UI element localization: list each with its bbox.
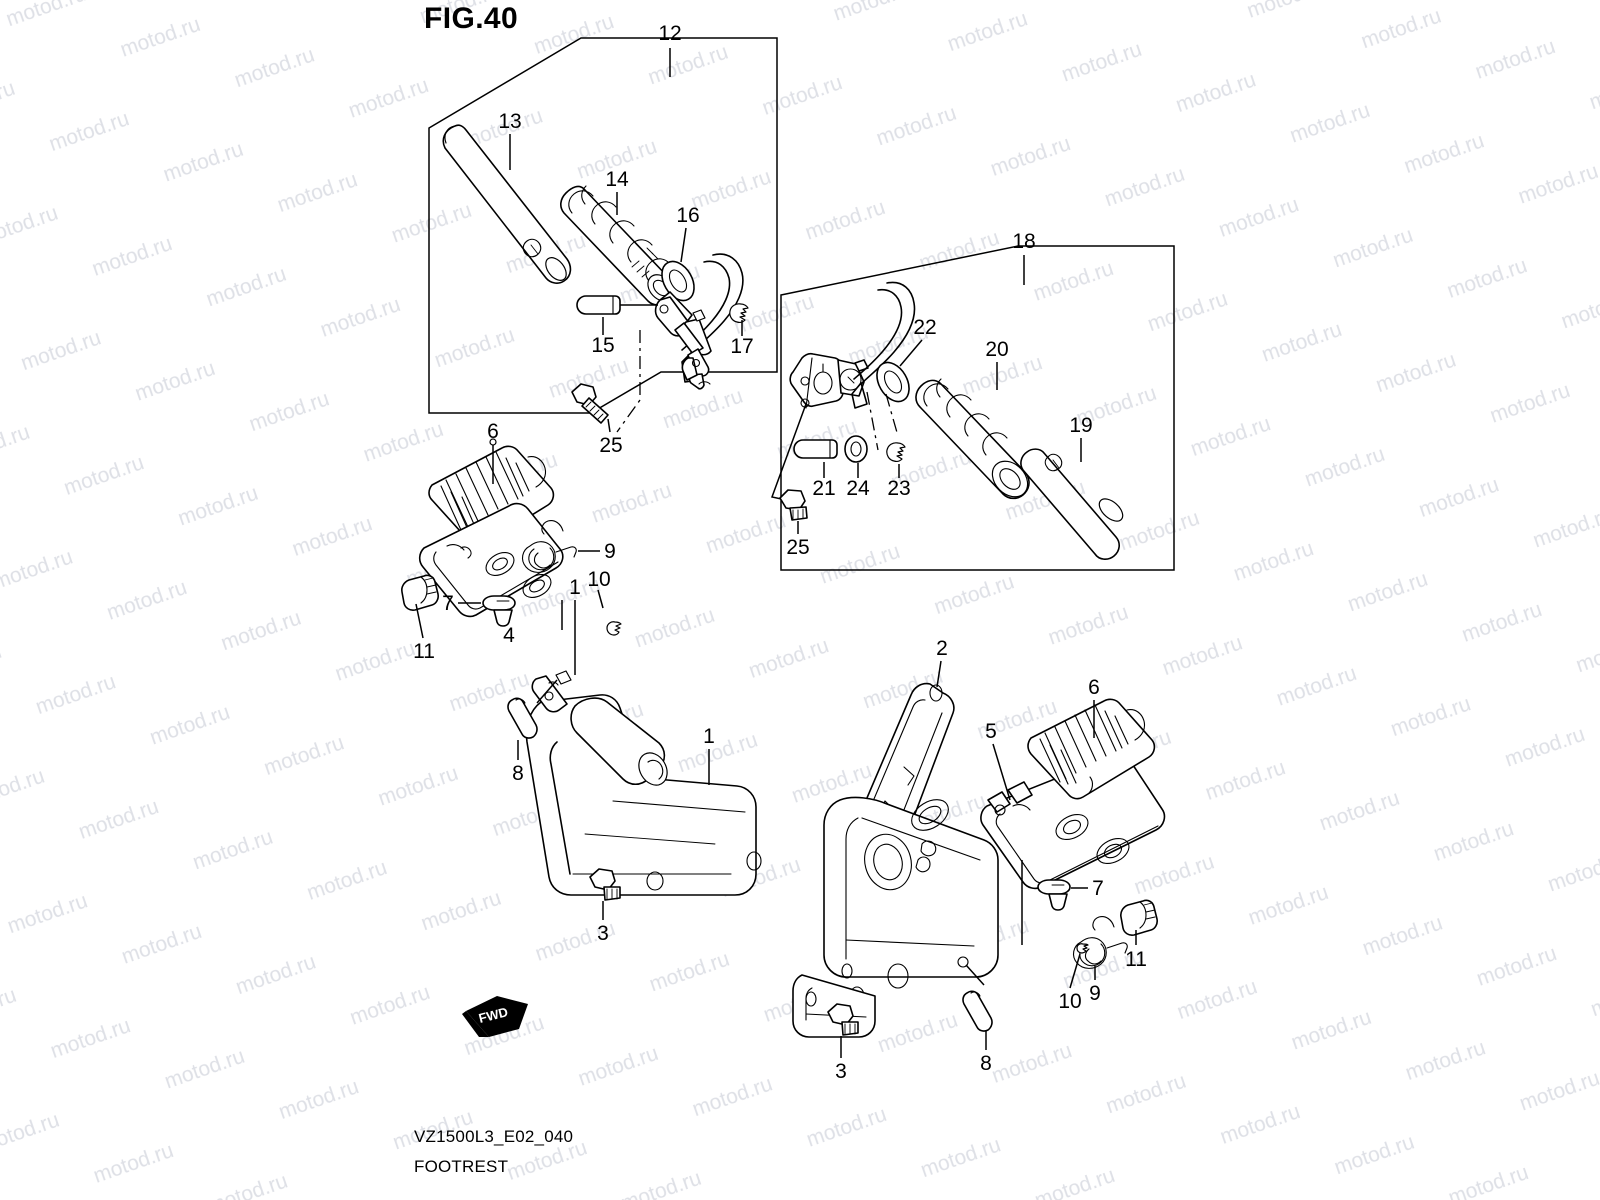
part-11a-bushing xyxy=(401,574,439,639)
callout-18-label: 18 xyxy=(1012,230,1035,253)
callout-11a-label: 11 xyxy=(413,640,435,663)
figure-title: FIG.40 xyxy=(424,2,519,35)
callout-10b: 10 xyxy=(1058,990,1081,1013)
callout-2: 2 xyxy=(936,637,948,688)
callout-16: 16 xyxy=(676,204,700,263)
callout-16-label: 16 xyxy=(676,204,699,227)
callout-21-label: 21 xyxy=(812,477,835,500)
part-21-pivot-bolt xyxy=(793,439,838,459)
part-13-pivot-pin xyxy=(442,124,572,284)
callout-7b-label: 7 xyxy=(1092,877,1104,900)
assembly-axis-18a xyxy=(866,391,879,451)
part-24-washer xyxy=(844,435,868,463)
callout-1: 1 xyxy=(703,725,715,785)
part-10a-cotter-pin xyxy=(597,589,622,636)
callout-22: 22 xyxy=(899,316,937,367)
callout-3a: 3 xyxy=(597,922,609,945)
callout-10b-label: 10 xyxy=(1058,990,1081,1013)
callout-24: 24 xyxy=(846,463,870,500)
callout-9a: 9 xyxy=(604,540,616,563)
callout-3b-label: 3 xyxy=(835,1060,847,1083)
assembly-axis-12 xyxy=(616,330,641,433)
callout-17-label: 17 xyxy=(730,335,753,358)
callout-12: 12 xyxy=(658,22,682,77)
callout-1-label: 1 xyxy=(703,725,715,748)
callout-11b: 11 xyxy=(1125,948,1147,971)
callout-8b-label: 8 xyxy=(980,1052,992,1075)
callout-25a-label: 25 xyxy=(599,434,622,457)
callout-5: 5 xyxy=(985,720,1011,801)
callout-21: 21 xyxy=(812,462,836,500)
callout-7a-label: 7 xyxy=(442,592,454,615)
callout-10a: 10 xyxy=(587,568,610,591)
callout-14: 14 xyxy=(605,168,629,215)
part-19-pivot-pin xyxy=(1020,448,1124,560)
callout-20: 20 xyxy=(985,338,1009,390)
callout-18: 18 xyxy=(1012,230,1036,285)
callout-19-label: 19 xyxy=(1069,414,1092,437)
callout-23: 23 xyxy=(887,464,911,500)
callout-11b-label: 11 xyxy=(1125,948,1147,971)
part-22-washer xyxy=(876,361,910,403)
callout-19: 19 xyxy=(1069,414,1093,462)
part-20-footrest-rubber xyxy=(915,378,1030,500)
part-17-circlip xyxy=(729,303,749,323)
callout-9b: 9 xyxy=(1089,982,1101,1005)
part-23-circlip xyxy=(886,442,906,462)
callout-25a: 25 xyxy=(599,434,622,457)
callout-15: 15 xyxy=(591,317,615,357)
callout-6a-label: 6 xyxy=(487,420,499,443)
callout-10a-label: 10 xyxy=(587,568,610,591)
callout-13: 13 xyxy=(498,110,522,170)
callout-3a-label: 3 xyxy=(597,922,609,945)
callout-25b-label: 25 xyxy=(786,536,809,559)
callout-12-label: 12 xyxy=(658,22,681,45)
callout-9a-label: 9 xyxy=(604,540,616,563)
callout-4-label: 4 xyxy=(503,624,515,647)
callout-3b: 3 xyxy=(835,1060,847,1083)
callout-13-label: 13 xyxy=(498,110,521,133)
callout-17: 17 xyxy=(730,320,754,358)
callout-14-label: 14 xyxy=(605,168,629,191)
figure-caption-code: VZ1500L3_E02_040 xyxy=(414,1127,574,1146)
part-10b-cotter-pin xyxy=(1069,943,1089,989)
callout-15-label: 15 xyxy=(591,334,614,357)
callout-25b: 25 xyxy=(786,536,809,559)
callout-9b-label: 9 xyxy=(1089,982,1101,1005)
callout-7a: 7 xyxy=(442,592,454,615)
callout-8a: 8 xyxy=(512,762,524,785)
callout-20-label: 20 xyxy=(985,338,1008,361)
callout-23-label: 23 xyxy=(887,477,910,500)
callout-6b-label: 6 xyxy=(1088,676,1100,699)
callout-7b: 7 xyxy=(1092,877,1104,900)
part-7b-rubber-plug xyxy=(1037,879,1088,911)
callout-11a: 11 xyxy=(413,640,435,663)
callout-24-label: 24 xyxy=(846,477,870,500)
callout-2-label: 2 xyxy=(936,637,948,660)
part-25a-flange-bolt xyxy=(571,383,611,433)
fwd-direction-marker: FWD xyxy=(462,996,528,1037)
callout-8a-label: 8 xyxy=(512,762,524,785)
part-14-footrest-rubber xyxy=(560,185,675,306)
callout-8b: 8 xyxy=(980,1052,992,1075)
callout-1b: 1 xyxy=(569,576,581,675)
part-1-footrest-bracket xyxy=(525,670,762,896)
part-11b-bushing xyxy=(1120,899,1158,945)
callout-22-label: 22 xyxy=(913,316,936,339)
callout-1b-label: 1 xyxy=(569,576,581,599)
callout-5-label: 5 xyxy=(985,720,997,743)
figure-caption-name: FOOTREST xyxy=(414,1157,509,1176)
part-25b-flange-bolt xyxy=(779,489,808,534)
